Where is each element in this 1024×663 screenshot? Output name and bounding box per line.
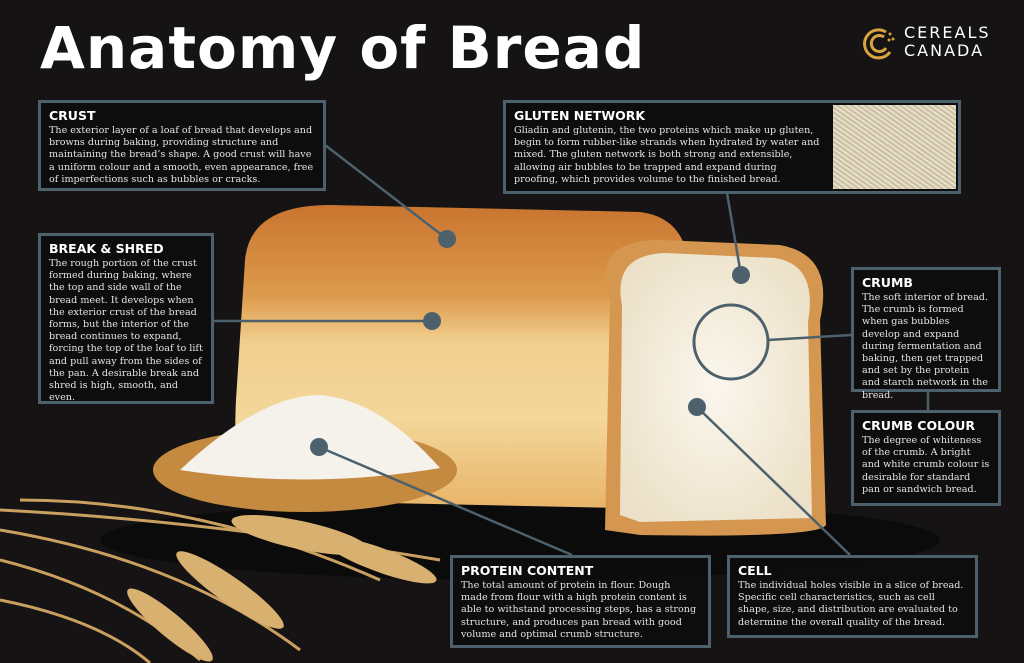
callout-text: The degree of whiteness of the crumb. A … [862,435,990,495]
callout-gluten-network: GLUTEN NETWORK Gliadin and glutenin, the… [503,100,961,194]
callout-heading: CRUMB COLOUR [862,418,975,433]
break-shred-marker [423,312,441,330]
callout-crumb-colour: CRUMB COLOUR The degree of whiteness of … [851,410,1001,506]
page-title: Anatomy of Bread [40,14,646,82]
wheat-heads [127,515,437,662]
callout-text: Gliadin and glutenin, the two proteins w… [514,125,820,185]
logo-line2: CANADA [904,41,985,60]
marker-dots [310,230,750,456]
flour-pile [180,395,440,480]
callout-protein-content: PROTEIN CONTENT The total amount of prot… [450,555,711,648]
callout-heading: CELL [738,563,772,578]
callout-crumb: CRUMB The soft interior of bread. The cr… [851,267,1001,401]
logo-mark-icon [863,28,895,60]
callout-text: The soft interior of bread. The crumb is… [862,292,988,401]
cell-marker [688,398,706,416]
callout-text: The exterior layer of a loaf of bread th… [49,125,314,185]
callout-text: The individual holes visible in a slice … [738,580,964,628]
bread-slice-crumb [620,253,812,522]
callout-heading: CRUMB [862,275,913,290]
callout-heading: BREAK & SHRED [49,241,164,256]
crumb-circle-marker [692,303,770,381]
gluten-marker [732,266,750,284]
callout-heading: PROTEIN CONTENT [461,563,594,578]
callout-text: The total amount of protein in flour. Do… [461,580,697,640]
callout-break-shred: BREAK & SHRED The rough portion of the c… [38,233,214,404]
callout-heading: GLUTEN NETWORK [514,108,646,123]
crust-marker [438,230,456,248]
gluten-network-photo [833,105,956,189]
callout-cell: CELL The individual holes visible in a s… [727,555,978,638]
logo-line1: CEREALS [904,23,991,42]
protein-marker [310,438,328,456]
callout-crust: CRUST The exterior layer of a loaf of br… [38,100,326,191]
callout-heading: CRUST [49,108,96,123]
connector-lines [213,144,930,557]
callout-text: The rough portion of the crust formed du… [49,258,203,404]
